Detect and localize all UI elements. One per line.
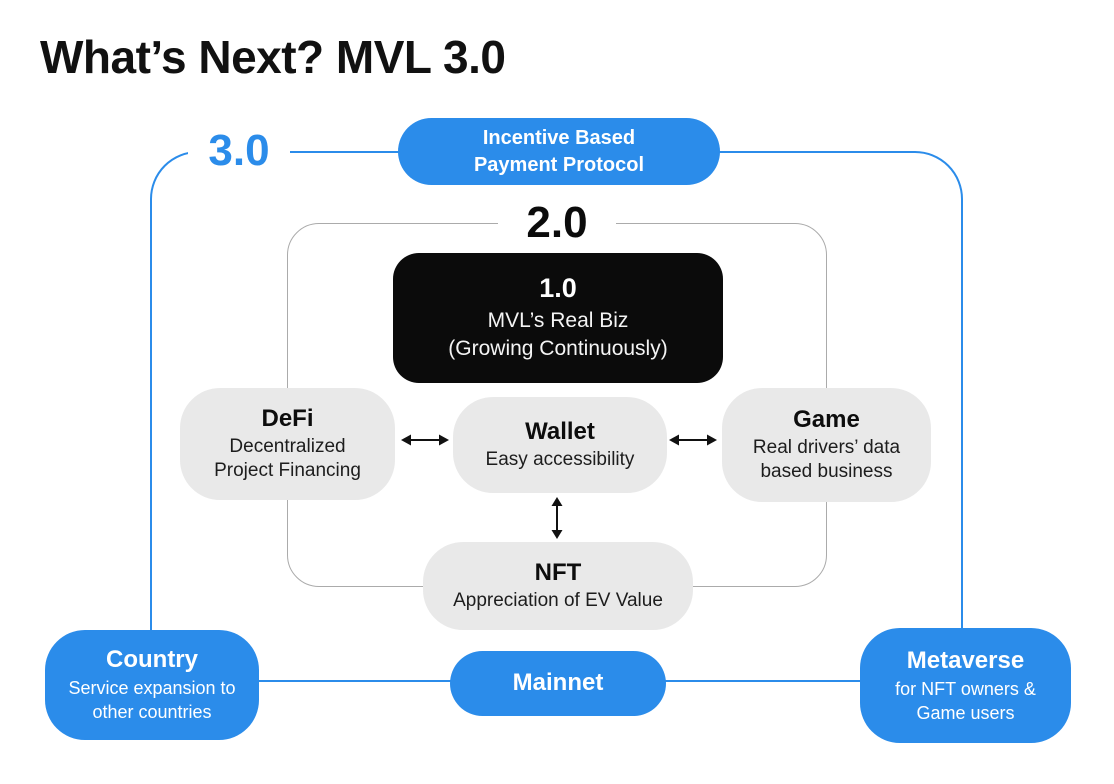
wallet-title: Wallet [525, 418, 595, 445]
nft-description: Appreciation of EV Value [453, 590, 663, 611]
game-description: Real drivers’ data based business [752, 437, 901, 482]
defi-description: Decentralized Project Financing [214, 436, 361, 481]
version-3-label: 3.0 [188, 124, 290, 178]
country-node: Country Service expansion to other count… [45, 630, 259, 740]
defi-title: DeFi [261, 405, 314, 432]
game-title: Game [793, 406, 860, 433]
version-2-label: 2.0 [498, 196, 616, 250]
metaverse-title: Metaverse [906, 646, 1025, 674]
page-title: What’s Next? MVL 3.0 [40, 31, 506, 83]
wallet-game-arrow-icon [669, 434, 717, 446]
metaverse-description: for NFT owners & Game users [895, 678, 1036, 723]
wallet-nft-arrow-icon [551, 497, 563, 539]
defi-node: DeFi Decentralized Project Financing [180, 388, 395, 500]
wallet-node: Wallet Easy accessibility [453, 397, 667, 493]
nft-title: NFT [534, 559, 582, 586]
wallet-description: Easy accessibility [485, 449, 635, 470]
game-node: Game Real drivers’ data based business [722, 388, 931, 502]
country-title: Country [106, 646, 198, 673]
defi-wallet-arrow-icon [401, 434, 449, 446]
nft-node: NFT Appreciation of EV Value [423, 542, 693, 630]
metaverse-node: Metaverse for NFT owners & Game users [860, 628, 1071, 743]
mainnet-title: Mainnet [512, 668, 604, 696]
version-1-core-box: 1.0 MVL’s Real Biz (Growing Continuously… [393, 253, 723, 383]
incentive-payment-protocol-badge: Incentive Based Payment Protocol [398, 118, 720, 185]
version-1-description: MVL’s Real Biz (Growing Continuously) [448, 309, 668, 360]
country-description: Service expansion to other countries [68, 678, 236, 722]
version-1-label: 1.0 [539, 273, 577, 303]
mainnet-node: Mainnet [450, 651, 666, 716]
